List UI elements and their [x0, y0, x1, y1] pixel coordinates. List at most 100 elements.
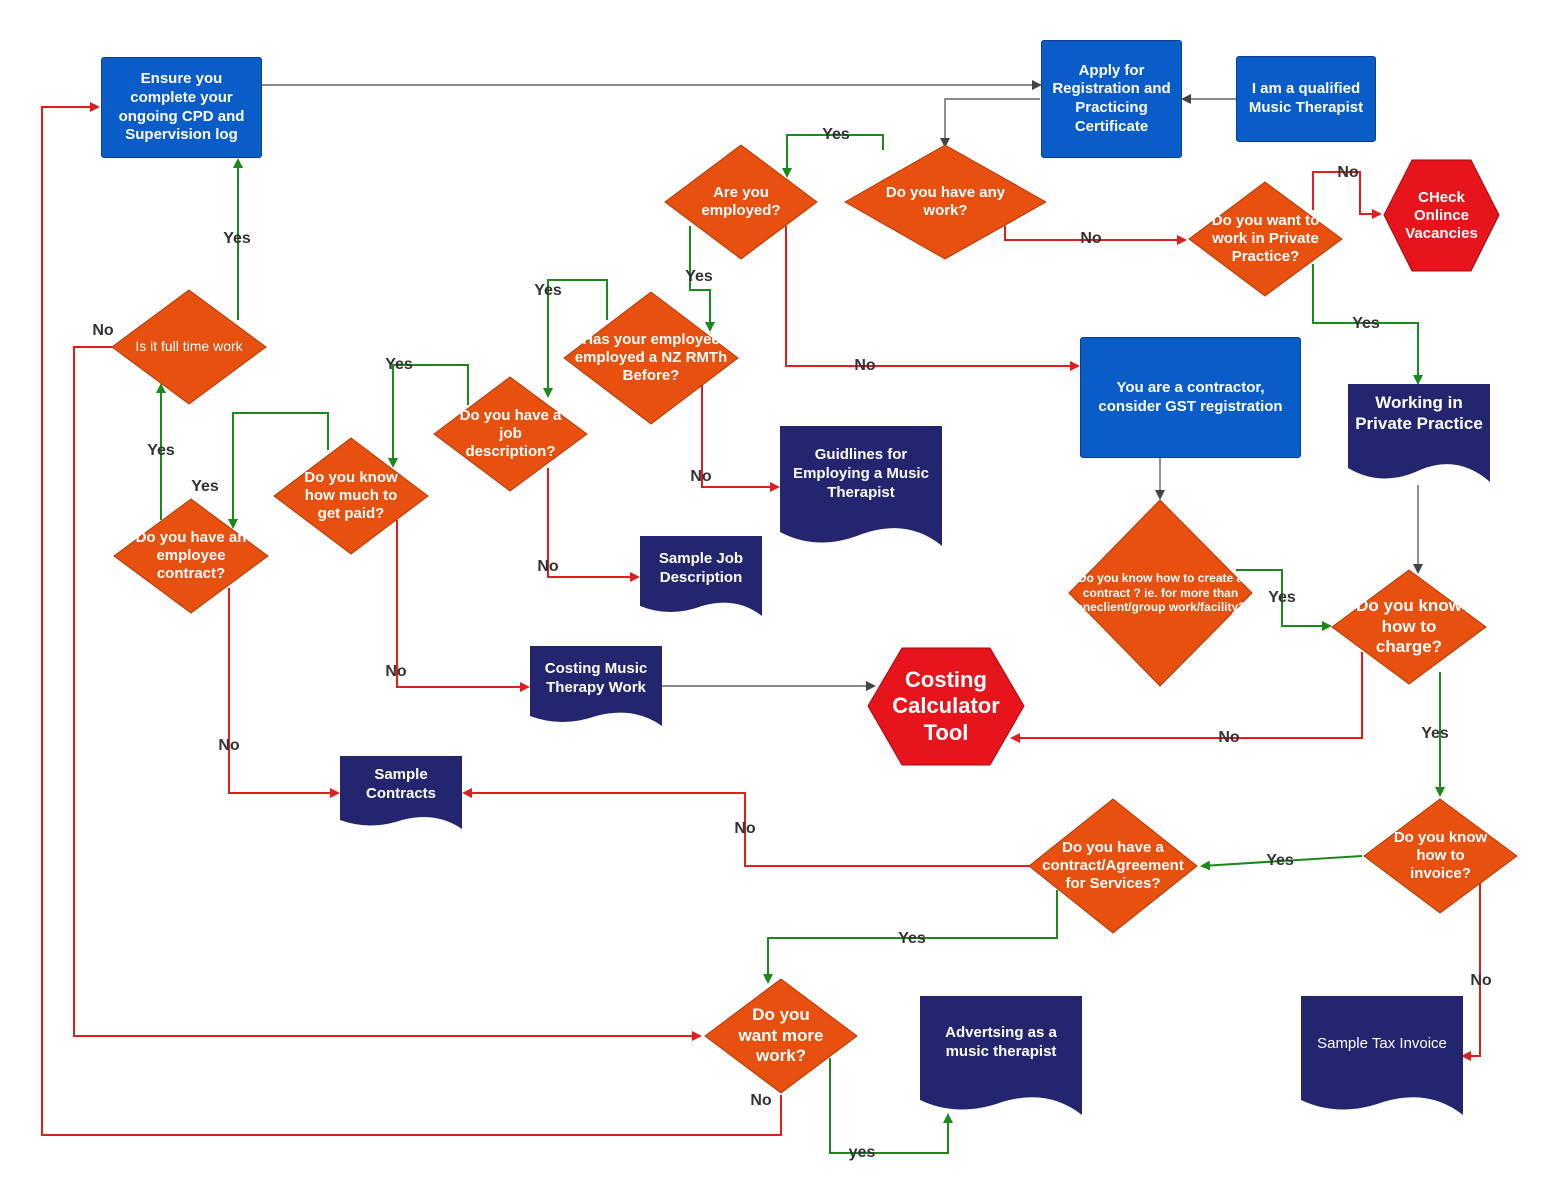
- cpd-box[interactable]: Ensure you complete your ongoing CPD and…: [101, 57, 262, 158]
- online-vacancies-terminal[interactable]: CHeck Onlince Vacancies: [1382, 158, 1501, 273]
- connector-fulltime-no: [73, 346, 702, 1041]
- edge-label-yes: Yes: [1266, 852, 1294, 869]
- connector-invoice-yes: [1200, 855, 1363, 871]
- connector-jobdesc-yes: [388, 364, 469, 468]
- online-vacancies-text: CHeck Onlince Vacancies: [1405, 188, 1478, 242]
- edge-label-yes: Yes: [147, 442, 175, 459]
- doc-costing-music-therapy[interactable]: Costing Music Therapy Work: [530, 646, 662, 728]
- edge-label-yes: Yes: [223, 230, 251, 247]
- decision-how-to-charge-text: Do you know how to charge?: [1356, 595, 1462, 657]
- decision-more-work-text: Do you want more work?: [738, 1004, 824, 1066]
- edge-label-yes-lower: yes: [849, 1144, 876, 1161]
- connector-private-yes: [1312, 264, 1423, 385]
- decision-how-to-charge[interactable]: Do you know how to charge?: [1330, 568, 1488, 686]
- connector-jobdesc-no: [547, 468, 640, 582]
- connector-invoice-no: [1461, 858, 1481, 1061]
- edge-label-no: No: [1080, 230, 1102, 247]
- decision-employee-contract-text: Do you have an employee contract?: [135, 528, 247, 583]
- edge-label-no: No: [1337, 164, 1359, 181]
- apply-registration-box[interactable]: Apply for Registration and Practicing Ce…: [1041, 40, 1182, 158]
- doc-sample-job-description-text: Sample Job Description: [658, 550, 744, 586]
- edge-label-no: No: [537, 558, 559, 575]
- doc-working-private-practice-text: Working in Private Practice: [1355, 393, 1483, 434]
- edge-label-no: No: [385, 663, 407, 680]
- edge-label-yes: Yes: [385, 356, 413, 373]
- edge-label-yes: Yes: [1352, 315, 1380, 332]
- edge-label-no: No: [854, 357, 876, 374]
- costing-calculator-terminal[interactable]: Costing Calculator Tool: [866, 646, 1026, 767]
- edge-label-no: No: [734, 820, 756, 837]
- costing-calculator-text: Costing Calculator Tool: [892, 666, 1000, 745]
- decision-employed-text: Are you employed?: [701, 183, 781, 219]
- decision-create-contract-text: Do you know how to create a contract ? i…: [1075, 571, 1246, 615]
- decision-private-practice-text: Do you want to work in Private Practice?: [1211, 211, 1320, 266]
- connector-work-yes: [782, 134, 884, 178]
- connector-create-yes: [1236, 569, 1332, 631]
- doc-sample-contracts-text: Sample Contracts: [365, 766, 436, 802]
- decision-employed[interactable]: Are you employed?: [663, 143, 819, 261]
- edge-label-yes: Yes: [1268, 589, 1296, 606]
- edge-label-yes: Yes: [191, 478, 219, 495]
- decision-full-time[interactable]: Is it full time work: [110, 288, 268, 406]
- qualified-therapist-box[interactable]: I am a qualified Music Therapist: [1236, 56, 1376, 142]
- edge-label-no: No: [750, 1092, 772, 1109]
- connector-paid-yes: [228, 412, 329, 529]
- decision-create-contract[interactable]: Do you know how to create a contract ? i…: [1067, 498, 1254, 688]
- connector-work-no: [1004, 226, 1187, 245]
- decision-any-work-text: Do you have any work?: [885, 183, 1006, 219]
- decision-employee-contract[interactable]: Do you have an employee contract?: [112, 497, 270, 615]
- connector-rmth-no: [701, 385, 780, 492]
- connector-empcontract-no: [228, 588, 340, 798]
- connector-employed-yes: [689, 226, 715, 332]
- doc-guidelines-employing[interactable]: Guidlines for Employing a Music Therapis…: [780, 426, 942, 550]
- decision-how-to-invoice-text: Do you know how to invoice?: [1393, 828, 1488, 883]
- connector-paid-no: [396, 520, 530, 692]
- qualified-therapist-text: I am a qualified Music Therapist: [1248, 80, 1364, 116]
- decision-any-work[interactable]: Do you have any work?: [843, 143, 1048, 261]
- doc-sample-tax-invoice[interactable]: Sample Tax Invoice: [1301, 996, 1463, 1117]
- edge-label-yes: Yes: [534, 282, 562, 299]
- connector-rmth-yes: [543, 279, 608, 398]
- connector-private-no: [1312, 171, 1382, 219]
- doc-sample-contracts[interactable]: Sample Contracts: [340, 756, 462, 831]
- decision-full-time-text: Is it full time work: [135, 338, 243, 355]
- decision-how-much-paid-text: Do you know how much to get paid?: [304, 468, 398, 523]
- decision-nz-rmth[interactable]: Has your employee employed a NZ RMTh Bef…: [562, 290, 740, 426]
- connector-morework-yes: [829, 1058, 953, 1154]
- decision-job-description-text: Do you have a job description?: [459, 406, 562, 461]
- cpd-box-text: Ensure you complete your ongoing CPD and…: [118, 70, 245, 144]
- contractor-text: You are a contractor, consider GST regis…: [1098, 378, 1283, 415]
- edge-label-yes: Yes: [685, 268, 713, 285]
- doc-advertising[interactable]: Advertsing as a music therapist: [920, 996, 1082, 1117]
- decision-more-work[interactable]: Do you want more work?: [703, 977, 859, 1095]
- connector-agreement-no: [462, 788, 1030, 867]
- doc-sample-tax-invoice-text: Sample Tax Invoice: [1317, 1035, 1447, 1052]
- decision-how-much-paid[interactable]: Do you know how much to get paid?: [272, 436, 430, 556]
- doc-advertising-text: Advertsing as a music therapist: [945, 1024, 1057, 1060]
- decision-job-description[interactable]: Do you have a job description?: [432, 375, 589, 493]
- edge-label-yes: Yes: [822, 126, 850, 143]
- edge-label-no: No: [690, 468, 712, 485]
- apply-registration-text: Apply for Registration and Practicing Ce…: [1052, 61, 1171, 135]
- edge-label-no: No: [218, 737, 240, 754]
- connector-agreement-yes: [763, 890, 1058, 984]
- doc-sample-job-description[interactable]: Sample Job Description: [640, 536, 762, 618]
- decision-how-to-invoice[interactable]: Do you know how to invoice?: [1362, 797, 1519, 915]
- edge-label-no: No: [92, 322, 114, 339]
- connector-charge-no: [1010, 652, 1363, 743]
- edge-label-no: No: [1470, 972, 1492, 989]
- connector-morework-no: [41, 102, 782, 1136]
- decision-agreement-services-text: Do you have a contract/Agreement for Ser…: [1042, 838, 1184, 893]
- edge-label-no: No: [1218, 729, 1240, 746]
- edge-label-yes: Yes: [1421, 725, 1449, 742]
- decision-agreement-services[interactable]: Do you have a contract/Agreement for Ser…: [1027, 797, 1199, 935]
- doc-costing-music-therapy-text: Costing Music Therapy Work: [544, 660, 648, 696]
- doc-guidelines-employing-text: Guidlines for Employing a Music Therapis…: [793, 446, 929, 501]
- contractor-box[interactable]: You are a contractor, consider GST regis…: [1080, 337, 1301, 458]
- decision-nz-rmth-text: Has your employee employed a NZ RMTh Bef…: [574, 330, 728, 385]
- decision-private-practice[interactable]: Do you want to work in Private Practice?: [1187, 180, 1344, 298]
- connector-apply-work: [940, 98, 1040, 148]
- doc-working-private-practice[interactable]: Working in Private Practice: [1348, 384, 1490, 486]
